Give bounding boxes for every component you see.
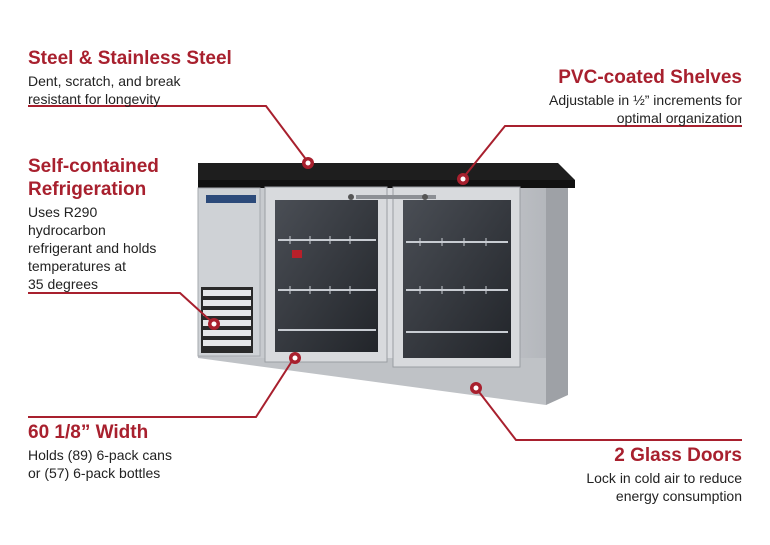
callout-dots — [208, 157, 482, 394]
leader-lines — [28, 105, 742, 441]
callout-doors-line-2: energy consumption — [615, 488, 742, 504]
callout-steel-title: Steel & Stainless Steel — [28, 48, 232, 69]
callout-refrigeration-title-1: Self-contained — [28, 156, 159, 177]
callout-doors-line-1: Lock in cold air to reduce — [586, 470, 742, 486]
callout-width-title: 60 1/8” Width — [28, 422, 149, 443]
brand-badge-plate — [206, 195, 256, 203]
callout-refrigeration-line-5: 35 degrees — [28, 276, 99, 292]
callout-shelves-line-1: Adjustable in ½” increments for — [549, 92, 742, 108]
callout-steel: Steel & Stainless Steel Dent, scratch, a… — [28, 47, 232, 108]
cabinet-front-lower — [198, 358, 546, 405]
callout-refrigeration-line-2: hydrocarbon — [28, 222, 106, 238]
callout-steel-line-1: Dent, scratch, and break — [28, 73, 181, 89]
callout-width-line-1: Holds (89) 6-pack cans — [28, 447, 172, 463]
callout-doors-title: 2 Glass Doors — [614, 445, 742, 466]
leader-refrigeration — [28, 292, 214, 324]
callout-refrigeration-title-2: Refrigeration — [28, 179, 147, 200]
callout-shelves-line-2: optimal organization — [616, 110, 742, 126]
lock-icon-right — [422, 194, 428, 200]
leader-steel — [28, 105, 309, 163]
callout-refrigeration-line-4: temperatures at — [28, 258, 127, 274]
callout-refrigeration-line-3: refrigerant and holds — [28, 240, 157, 256]
leader-doors — [475, 387, 742, 441]
callout-steel-line-2: resistant for longevity — [28, 91, 161, 107]
callout-refrigeration: Self-contained Refrigeration Uses R290 h… — [28, 155, 159, 293]
lock-icon-left — [348, 194, 354, 200]
left-glass-door — [264, 186, 388, 363]
callout-refrigeration-line-1: Uses R290 — [28, 204, 98, 220]
callout-doors: 2 Glass Doors Lock in cold air to reduce… — [586, 444, 742, 505]
cabinet-side — [546, 188, 568, 405]
right-glass-door — [392, 186, 521, 368]
counter-edge — [198, 180, 575, 188]
callout-width-line-2: or (57) 6-pack bottles — [28, 465, 161, 481]
door-handle — [356, 195, 436, 199]
leader-width — [28, 357, 295, 418]
callout-width: 60 1/8” Width Holds (89) 6-pack cans or … — [28, 421, 172, 482]
callout-shelves: PVC-coated Shelves Adjustable in ½” incr… — [549, 66, 742, 127]
leader-shelves — [462, 125, 742, 179]
callout-shelves-title: PVC-coated Shelves — [558, 67, 742, 88]
